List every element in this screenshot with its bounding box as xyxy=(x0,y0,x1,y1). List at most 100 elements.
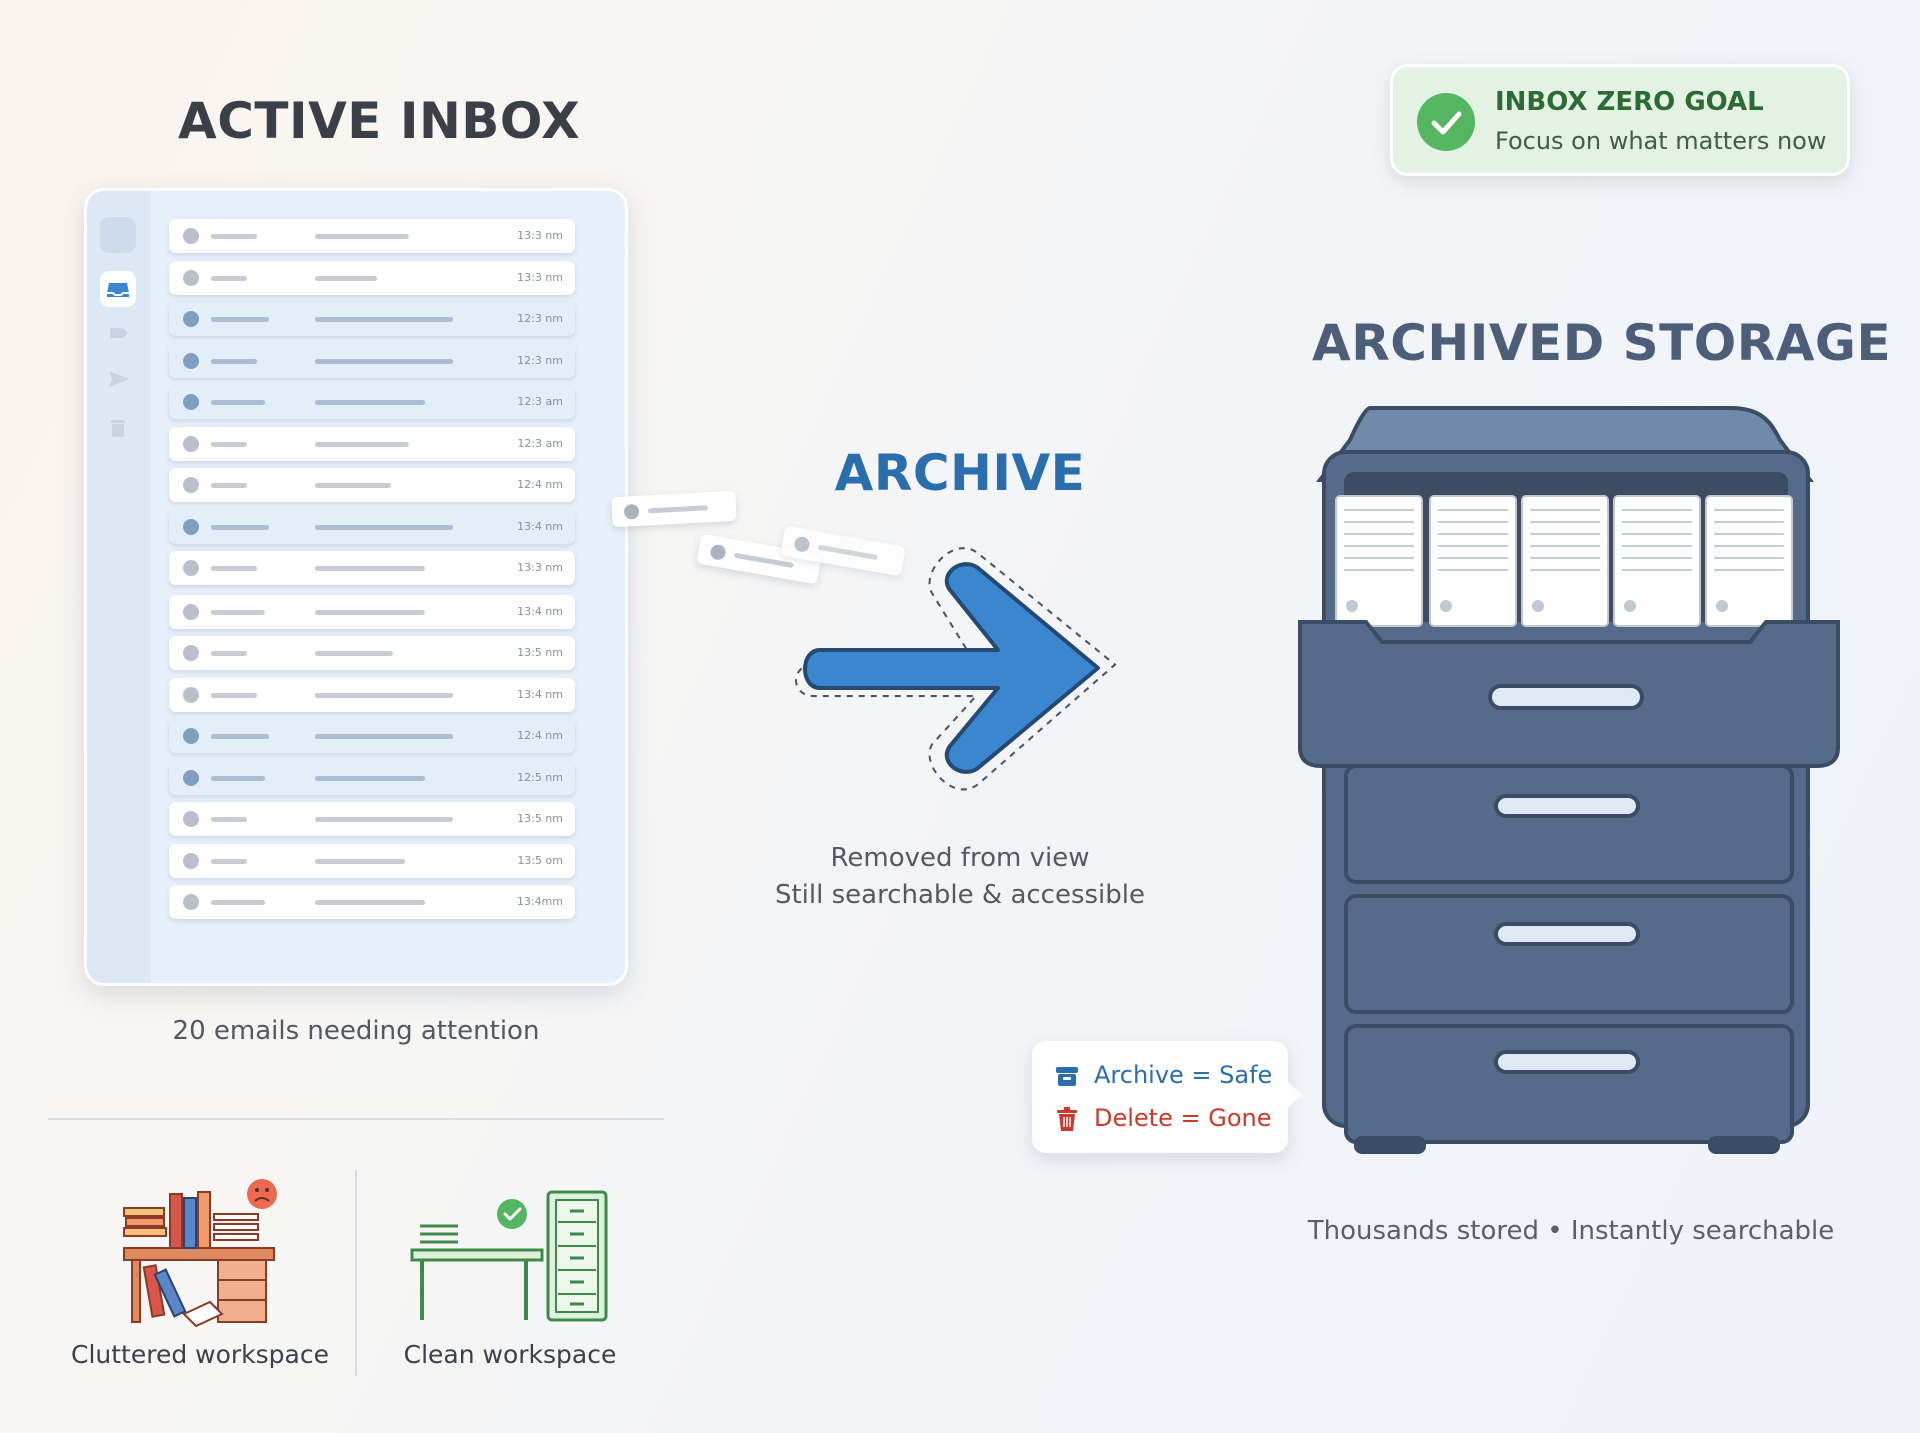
subject-line xyxy=(315,609,425,615)
email-time: 12:5 nm xyxy=(517,770,563,784)
avatar xyxy=(709,543,727,561)
legend-delete-text: Delete = Gone xyxy=(1094,1104,1272,1132)
sender-line xyxy=(211,692,257,698)
subject-line xyxy=(315,524,453,530)
email-time: 12:4 nm xyxy=(517,729,563,742)
sender-line xyxy=(211,358,257,364)
subject-line xyxy=(315,441,409,447)
sender-line xyxy=(211,234,257,239)
subject-line xyxy=(315,692,453,698)
email-row[interactable]: 13:5 nm xyxy=(169,802,575,836)
storage-title: ARCHIVED STORAGE xyxy=(1312,314,1892,372)
goal-title: INBOX ZERO GOAL xyxy=(1495,87,1764,117)
avatar xyxy=(183,769,199,786)
email-time: 13:4 nm xyxy=(517,604,563,618)
cluttered-workspace-label: Cluttered workspace xyxy=(71,1340,329,1369)
archive-box-icon xyxy=(1056,1067,1078,1086)
clean-workspace-label: Clean workspace xyxy=(403,1340,617,1369)
archive-title: ARCHIVE xyxy=(834,444,1086,502)
email-row[interactable]: 13:3 nm xyxy=(169,551,575,585)
avatar xyxy=(183,560,199,576)
compose-icon[interactable] xyxy=(100,217,136,253)
sender-line xyxy=(211,651,247,656)
email-row[interactable]: 13:4mm xyxy=(169,885,575,919)
flying-email-card xyxy=(611,490,737,528)
sender-line xyxy=(211,858,247,864)
check-circle-icon xyxy=(1417,93,1475,151)
inbox-zero-goal-badge: INBOX ZERO GOAL Focus on what matters no… xyxy=(1390,64,1850,176)
email-row[interactable]: 13:5 nm xyxy=(169,636,575,670)
email-time: 13:5 om xyxy=(517,853,563,867)
subject-line xyxy=(315,358,453,364)
inbox-window: 13:3 nm 13:3 nm 12:3 nm 12:3 nm 12:3 am 12:3 … xyxy=(84,188,628,986)
legend-archive-text: Archive = Safe xyxy=(1094,1061,1273,1089)
archive-vs-delete-legend: Archive = Safe Delete = Gone xyxy=(1032,1041,1288,1153)
sender-line xyxy=(211,275,247,281)
email-line xyxy=(647,505,709,514)
email-time: 13:3 nm xyxy=(517,561,563,574)
email-time: 12:3 nm xyxy=(517,312,563,325)
email-time: 13:5 nm xyxy=(517,646,563,659)
avatar xyxy=(183,228,199,244)
email-row[interactable]: 13:4 nm xyxy=(169,677,575,712)
sender-line xyxy=(211,524,269,530)
inbox-title: ACTIVE INBOX xyxy=(178,92,581,150)
send-icon[interactable] xyxy=(100,361,136,397)
email-time: 12:4 nm xyxy=(517,478,563,491)
avatar xyxy=(183,394,199,410)
email-time: 12:3 am xyxy=(517,436,563,450)
email-time: 13:5 nm xyxy=(517,812,563,825)
avatar xyxy=(183,311,199,327)
sender-line xyxy=(211,441,247,447)
email-row[interactable]: 13:4 nm xyxy=(169,509,575,544)
subject-line xyxy=(315,817,453,822)
email-time: 13:3 nm xyxy=(517,229,563,242)
avatar xyxy=(183,645,199,661)
divider xyxy=(48,1118,664,1120)
cluttered-desk-icon xyxy=(123,1179,277,1328)
email-time: 13:4 nm xyxy=(517,519,563,533)
email-row[interactable]: 13:5 om xyxy=(169,843,575,878)
subject-line xyxy=(315,651,393,656)
avatar xyxy=(183,477,199,493)
email-row[interactable]: 12:3 am xyxy=(169,426,575,461)
subject-line xyxy=(315,275,377,281)
email-row[interactable]: 13:3 nm xyxy=(169,260,575,295)
email-row[interactable]: 13:3 nm xyxy=(169,219,575,253)
avatar xyxy=(183,352,199,369)
sender-line xyxy=(211,900,265,905)
archive-description: Removed from view Still searchable & acc… xyxy=(760,840,1160,914)
sender-line xyxy=(211,400,265,405)
email-row[interactable]: 12:3 nm xyxy=(169,343,575,378)
email-row[interactable]: 12:3 nm xyxy=(169,302,575,336)
email-row[interactable]: 12:5 nm xyxy=(169,760,575,795)
sender-line xyxy=(211,817,247,822)
avatar xyxy=(623,503,640,520)
avatar xyxy=(183,811,199,827)
tag-icon[interactable] xyxy=(100,315,136,351)
archive-desc-line1: Removed from view xyxy=(830,843,1090,873)
inbox-sidebar xyxy=(87,191,151,983)
email-time: 13:3 nm xyxy=(517,270,563,284)
email-row[interactable]: 12:4 nm xyxy=(169,719,575,753)
email-time: 13:4 nm xyxy=(517,687,563,701)
trash-icon xyxy=(1057,1107,1077,1131)
inbox-tray-icon[interactable] xyxy=(100,271,136,307)
sender-line xyxy=(211,317,269,322)
legend-pointer xyxy=(1286,1080,1302,1110)
email-row[interactable]: 12:4 nm xyxy=(169,468,575,502)
avatar xyxy=(183,435,199,452)
email-row[interactable]: 12:3 am xyxy=(169,385,575,419)
subject-line xyxy=(315,775,425,781)
clean-desk-icon xyxy=(410,1190,608,1322)
email-time: 12:3 nm xyxy=(517,353,563,367)
subject-line xyxy=(315,400,425,405)
avatar xyxy=(183,852,199,869)
sender-line xyxy=(211,483,247,488)
archive-desc-line2: Still searchable & accessible xyxy=(774,880,1146,910)
trash-icon[interactable] xyxy=(100,409,136,445)
subject-line xyxy=(315,234,409,239)
sender-line xyxy=(211,609,265,615)
avatar xyxy=(183,603,199,620)
email-row[interactable]: 13:4 nm xyxy=(169,594,575,629)
